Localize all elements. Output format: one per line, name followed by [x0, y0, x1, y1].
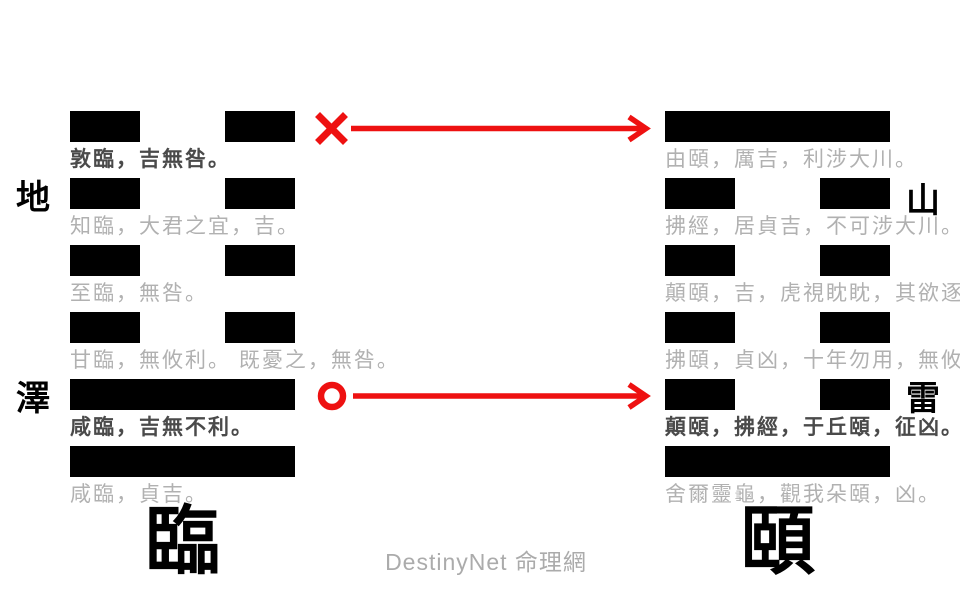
origin-hexagram: 敦臨，吉無咎。 知臨，大君之宜，吉。 至臨，無咎。 甘臨，無攸利。 既憂之，無咎…	[70, 111, 400, 513]
result-hexagram-name: 頤	[739, 499, 815, 583]
hexagram-line-row: 咸臨，貞吉。	[70, 446, 295, 513]
yao-text-3: 拂頤，貞凶，十年勿用，無攸利。	[665, 349, 960, 372]
yao-line-3	[70, 312, 295, 343]
yao-text-1: 咸臨，貞吉。	[70, 483, 208, 506]
arrow-head	[627, 114, 651, 143]
yao-line-3	[665, 312, 890, 343]
yao-line-6	[665, 111, 890, 142]
yao-line-5	[665, 178, 890, 209]
hexagram-line-row: 顛頤，拂經，于丘頤，征凶。	[665, 379, 960, 446]
origin-outer-trigram-label: 地	[16, 179, 50, 217]
yao-text-5: 拂經，居貞吉，不可涉大川。	[665, 215, 960, 238]
x-stroke	[315, 112, 348, 145]
hexagram-line-row: 顛頤，吉，虎視眈眈，其欲逐逐，無咎。	[665, 245, 960, 312]
yao-line-2	[665, 379, 890, 410]
hexagram-line-row: 至臨，無咎。	[70, 245, 295, 312]
yao-line-1	[70, 446, 295, 477]
yao-text-1: 舍爾靈龜，觀我朵頤，凶。	[665, 483, 941, 506]
top-transform-arrow	[351, 114, 651, 143]
yao-text-6: 敦臨，吉無咎。	[70, 148, 231, 171]
yao-text-2: 顛頤，拂經，于丘頤，征凶。	[665, 416, 960, 439]
arrow-head	[627, 382, 651, 410]
hexagram-line-row: 拂頤，貞凶，十年勿用，無攸利。	[665, 312, 960, 379]
hexagram-line-row: 拂經，居貞吉，不可涉大川。	[665, 178, 960, 245]
yao-line-4	[70, 245, 295, 276]
moving-yang-o-icon	[317, 381, 347, 411]
moving-yin-x-icon	[315, 112, 348, 145]
bottom-transform-arrow	[353, 382, 651, 410]
site-watermark: DestinyNet 命理網	[385, 549, 587, 575]
o-ring	[317, 381, 347, 411]
yao-text-2: 咸臨，吉無不利。	[70, 416, 254, 439]
origin-inner-trigram-label: 澤	[16, 380, 50, 418]
yao-text-4: 顛頤，吉，虎視眈眈，其欲逐逐，無咎。	[665, 282, 960, 305]
yao-line-1	[665, 446, 890, 477]
hexagram-line-row: 敦臨，吉無咎。	[70, 111, 295, 178]
yao-line-5	[70, 178, 295, 209]
yao-text-6: 由頤，厲吉，利涉大川。	[665, 148, 918, 171]
x-stroke	[315, 112, 348, 145]
yao-line-2	[70, 379, 295, 410]
hexagram-line-row: 舍爾靈龜，觀我朵頤，凶。	[665, 446, 941, 513]
hexagram-line-row: 知臨，大君之宜，吉。	[70, 178, 300, 245]
yao-line-4	[665, 245, 890, 276]
result-outer-trigram-label: 山	[906, 182, 940, 220]
yao-text-5: 知臨，大君之宜，吉。	[70, 215, 300, 238]
hexagram-line-row: 甘臨，無攸利。 既憂之，無咎。	[70, 312, 400, 379]
yao-line-6	[70, 111, 295, 142]
result-hexagram: 由頤，厲吉，利涉大川。 拂經，居貞吉，不可涉大川。 顛頤，吉，虎視眈眈，其欲逐逐…	[665, 111, 960, 513]
hexagram-line-row: 咸臨，吉無不利。	[70, 379, 295, 446]
origin-hexagram-name: 臨	[144, 499, 220, 583]
result-inner-trigram-label: 雷	[906, 380, 940, 418]
yao-text-4: 至臨，無咎。	[70, 282, 208, 305]
yao-text-3: 甘臨，無攸利。 既憂之，無咎。	[70, 349, 400, 372]
hexagram-line-row: 由頤，厲吉，利涉大川。	[665, 111, 918, 178]
